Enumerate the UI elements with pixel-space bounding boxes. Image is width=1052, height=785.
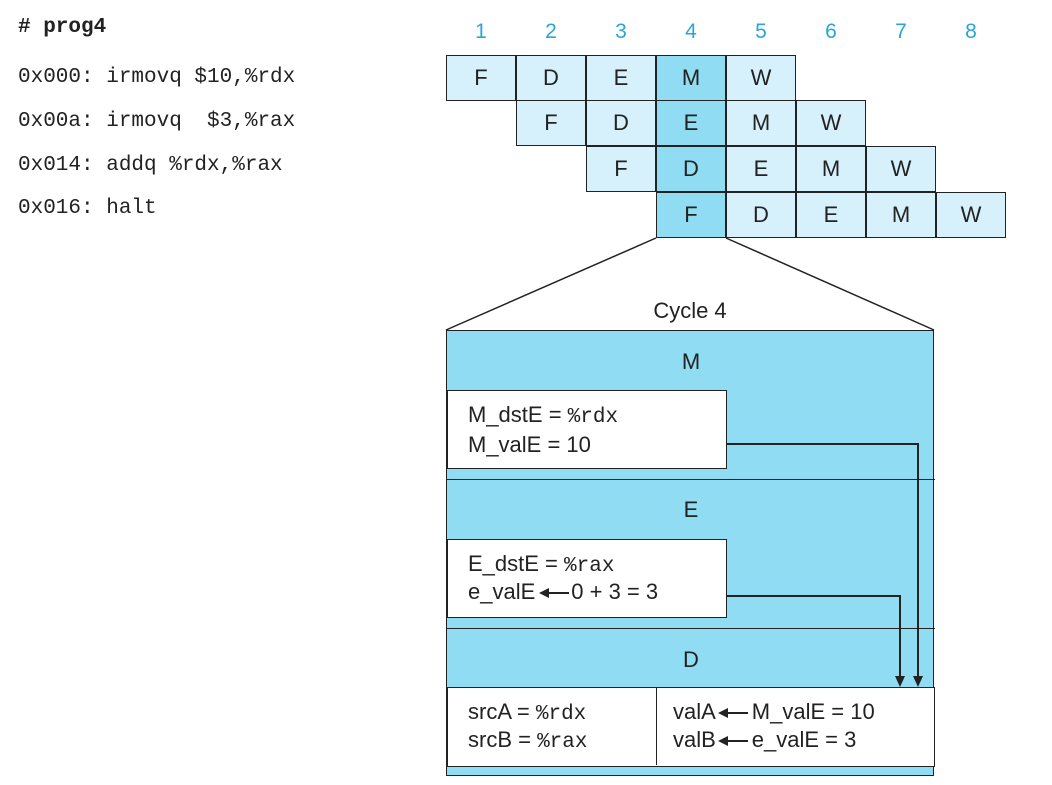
pipeline-cell: E [796, 192, 866, 238]
e-dste-value: %rax [564, 555, 615, 578]
left-arrow-icon [716, 698, 752, 726]
cycle-number: 3 [615, 20, 627, 43]
vala-expression: M_valE = 10 [751, 699, 875, 724]
cycle-number: 4 [685, 20, 697, 43]
m-dste-value: %rdx [567, 406, 619, 429]
program-line: 0x00a: irmovq $3,%rax [18, 110, 296, 133]
e-stage-box: E_dstE = %rax e_valE 0 + 3 = 3 [447, 539, 727, 618]
e-vale-line: e_valE 0 + 3 = 3 [468, 578, 658, 606]
pipeline-cell: M [866, 192, 936, 238]
cycle-detail-panel: M M_dstE = %rdx M_valE = 10 E E_dstE = %… [446, 330, 935, 776]
pipeline-cell-highlighted: M [656, 55, 726, 101]
m-dste-label: M_dstE = [468, 402, 568, 427]
srca-line: srcA = %rdx [468, 698, 586, 729]
srca-value: %rdx [535, 703, 587, 726]
pipeline-cell: E [726, 146, 796, 192]
program-line: 0x014: addq %rdx,%rax [18, 154, 283, 177]
vala-line: valA M_valE = 10 [673, 698, 875, 726]
pipeline-cell: D [586, 100, 656, 146]
pipeline-cell: W [936, 192, 1006, 238]
pipeline-cell: W [866, 146, 936, 192]
down-arrow-icon [895, 676, 905, 687]
e-dste-line: E_dstE = %rax [468, 550, 614, 581]
pipeline-cell-highlighted: E [656, 100, 726, 146]
left-arrow-icon [716, 726, 752, 754]
pipeline-cell: F [516, 100, 586, 146]
valb-expression: e_valE = 3 [751, 727, 857, 752]
m-vale-forward-path [726, 443, 919, 676]
cycle-number: 7 [895, 20, 907, 43]
e-stage-label: E [683, 497, 699, 522]
left-arrow-icon [535, 578, 571, 606]
e-vale-label: e_valE [468, 579, 536, 604]
pipeline-cell: D [726, 192, 796, 238]
m-dste-line: M_dstE = %rdx [468, 401, 618, 432]
vala-label: valA [673, 699, 716, 724]
valb-label: valB [673, 727, 716, 752]
cycle-number: 5 [755, 20, 767, 43]
cycle-number: 6 [825, 20, 837, 43]
pipeline-cell: M [796, 146, 866, 192]
cycle-number: 2 [545, 20, 557, 43]
pipeline-cell: W [796, 100, 866, 146]
e-vale-expression: 0 + 3 = 3 [571, 579, 659, 604]
program-title: # prog4 [18, 16, 107, 39]
zoom-funnel-line-left [445, 237, 657, 331]
d-stage-label: D [683, 647, 699, 672]
stage-divider [447, 628, 935, 629]
m-vale-line: M_valE = 10 [468, 432, 591, 457]
d-box-divider [656, 688, 657, 765]
srcb-label: srcB = [468, 727, 538, 752]
pipeline-cell: F [446, 55, 516, 101]
pipeline-cell-highlighted: F [656, 192, 726, 238]
program-line: 0x016: halt [18, 197, 157, 220]
valb-line: valB e_valE = 3 [673, 726, 856, 754]
pipeline-cell: E [586, 55, 656, 101]
pipeline-cell: M [726, 100, 796, 146]
e-dste-label: E_dstE = [468, 551, 565, 576]
srca-label: srcA = [468, 699, 536, 724]
pipeline-cell: F [586, 146, 656, 192]
zoom-funnel-line-right [725, 237, 935, 331]
m-stage-box: M_dstE = %rdx M_valE = 10 [447, 390, 727, 469]
program-line: 0x000: irmovq $10,%rdx [18, 66, 296, 89]
zoom-title: Cycle 4 [653, 298, 727, 323]
stage-divider [447, 479, 935, 480]
pipeline-cell: D [516, 55, 586, 101]
srcb-value: %rax [537, 731, 588, 754]
pipeline-cell-highlighted: D [656, 146, 726, 192]
down-arrow-icon [913, 676, 923, 687]
cycle-number: 8 [965, 20, 977, 43]
e-vale-forward-path [726, 595, 901, 676]
m-stage-label: M [681, 349, 701, 374]
srcb-line: srcB = %rax [468, 726, 588, 757]
cycle-number: 1 [475, 20, 487, 43]
